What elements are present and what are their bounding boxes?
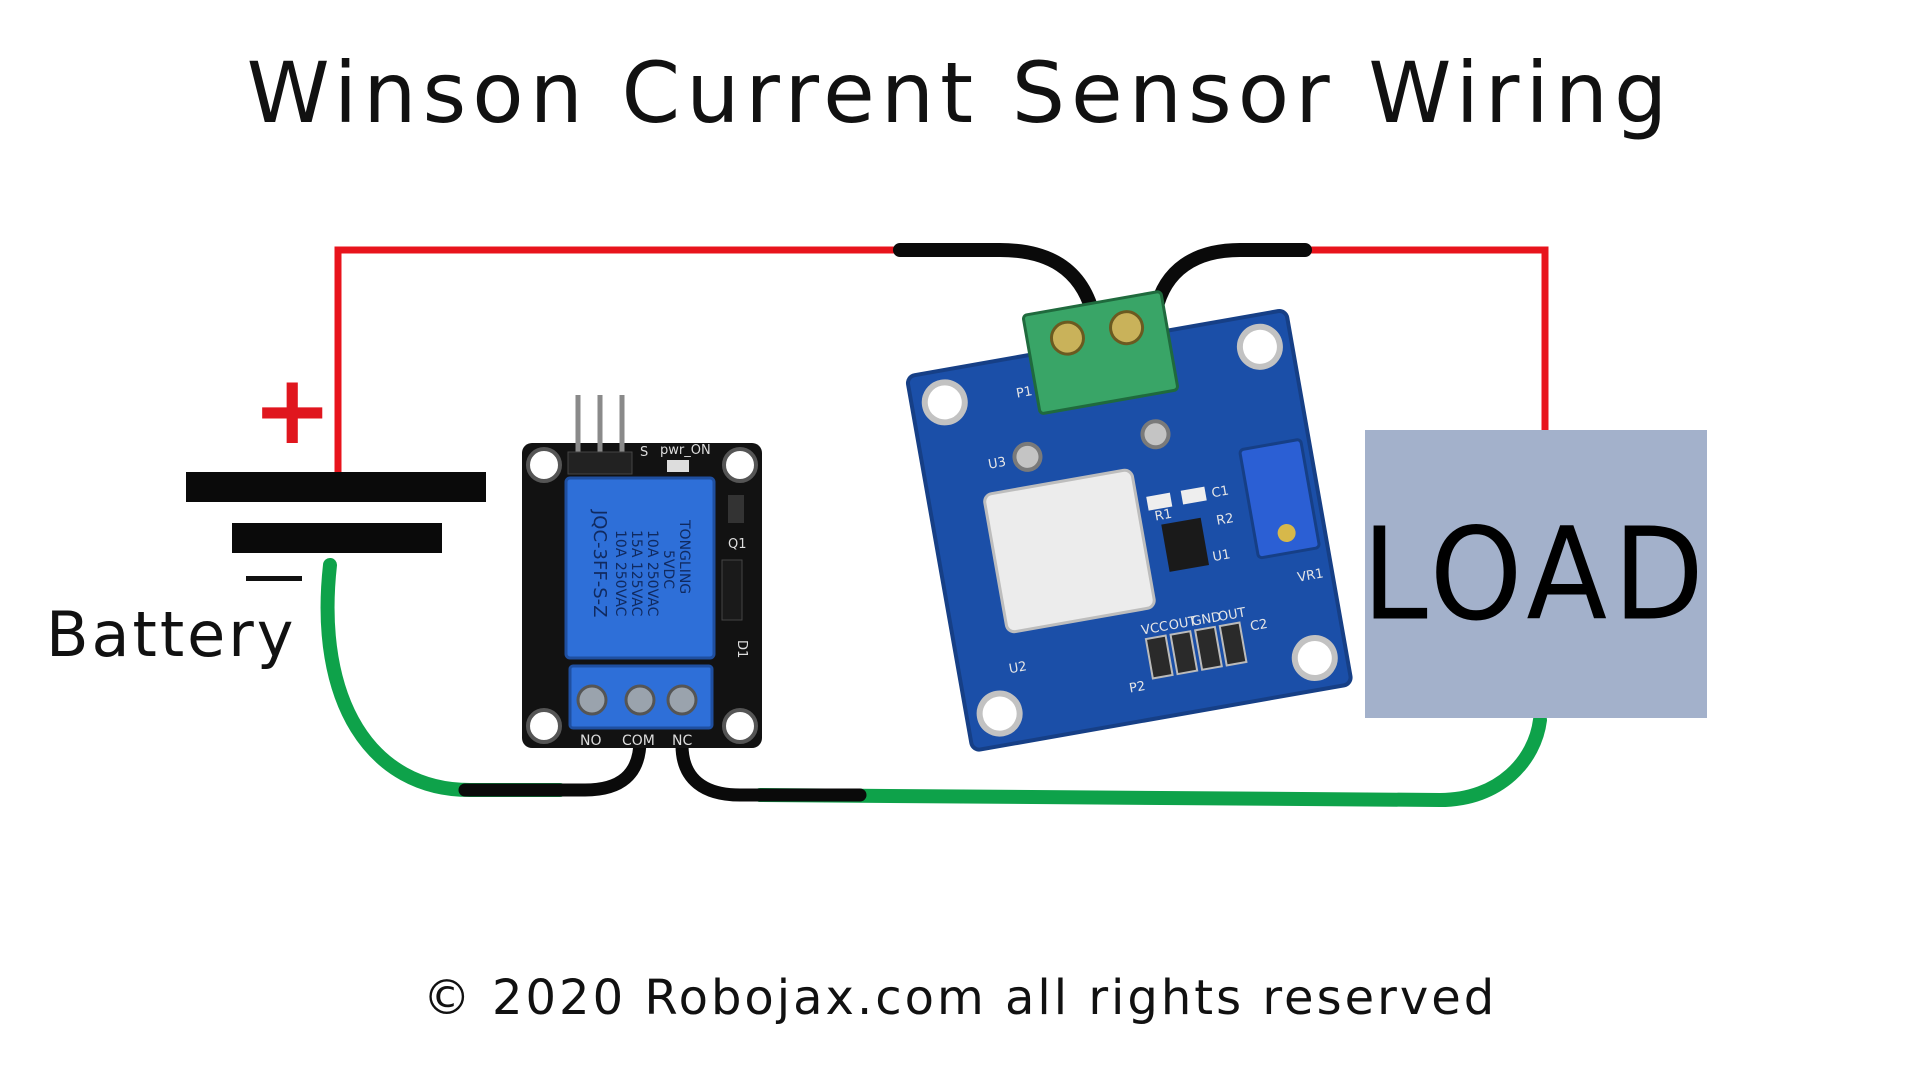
relay-module: TONGLING 5VDC 10A 250VAC 15A 125VAC 10A … xyxy=(522,395,762,749)
relay-spec-2: 10A 250VAC xyxy=(644,530,660,617)
battery-label: Battery xyxy=(46,598,297,671)
sensor-mark-vr1: VR1 xyxy=(1296,566,1324,585)
relay-header-pins xyxy=(575,395,625,460)
relay-board-marks: S pwr_ON Q1 D1 xyxy=(640,443,749,658)
relay-terminal-labels: NO COM NC xyxy=(580,733,692,749)
relay-pin-s: S xyxy=(640,445,648,460)
positive-wire xyxy=(334,246,1549,472)
sensor-mark-r2: R2 xyxy=(1215,511,1235,529)
sensor-mark-u2: U2 xyxy=(1008,659,1028,677)
sensor-pin-vcc: VCC xyxy=(1140,619,1169,638)
sensor-board-marks: P1 U3 U2 R1 R2 U1 C1 C2 P2 VR1 VCC OUT G… xyxy=(987,384,1325,697)
sensor-mark-u1: U1 xyxy=(1212,547,1232,565)
relay-model: JQC-3FF-S-Z xyxy=(589,509,610,617)
sensor-mark-p2: P2 xyxy=(1128,679,1146,697)
relay-spec-4: 10A 250VAC xyxy=(612,530,628,617)
relay-body-text: TONGLING 5VDC 10A 250VAC 15A 125VAC 10A … xyxy=(589,509,692,617)
sensor-mark-u3: U3 xyxy=(987,455,1007,473)
current-sensor-module: P1 U3 U2 R1 R2 U1 C1 C2 P2 VR1 VCC OUT G… xyxy=(905,290,1353,752)
relay-label-com: COM xyxy=(622,733,655,749)
relay-brand: TONGLING xyxy=(676,519,692,594)
battery-symbol xyxy=(186,472,486,553)
sensor-mark-c2: C2 xyxy=(1249,617,1269,635)
negative-wire xyxy=(320,558,1547,808)
battery-plus-sign: + xyxy=(252,354,333,466)
sensor-mark-c1: C1 xyxy=(1210,484,1230,502)
sensor-mark-r1: R1 xyxy=(1154,507,1174,525)
relay-spec-1: 5VDC xyxy=(660,550,676,589)
copyright-footer: © 2020 Robojax.com all rights reserved xyxy=(422,970,1498,1026)
battery-minus-sign xyxy=(246,576,302,581)
relay-d1-mark: D1 xyxy=(734,640,749,658)
sensor-pin-gnd: GND xyxy=(1190,610,1222,630)
relay-pwr-mark: pwr_ON xyxy=(660,443,711,458)
load-label: LOAD xyxy=(1362,499,1710,649)
load-box: LOAD xyxy=(1362,430,1710,718)
relay-label-nc: NC xyxy=(672,733,692,749)
relay-label-no: NO xyxy=(580,733,602,749)
sensor-header-pins xyxy=(1144,621,1248,680)
sensor-pin-out2: OUT xyxy=(1217,605,1247,625)
diagram-title: Winson Current Sensor Wiring xyxy=(246,44,1674,142)
sensor-pin-out: OUT xyxy=(1168,614,1198,634)
sensor-mark-p1: P1 xyxy=(1015,384,1033,402)
relay-q1-mark: Q1 xyxy=(728,537,747,552)
relay-spec-3: 15A 125VAC xyxy=(628,530,644,617)
